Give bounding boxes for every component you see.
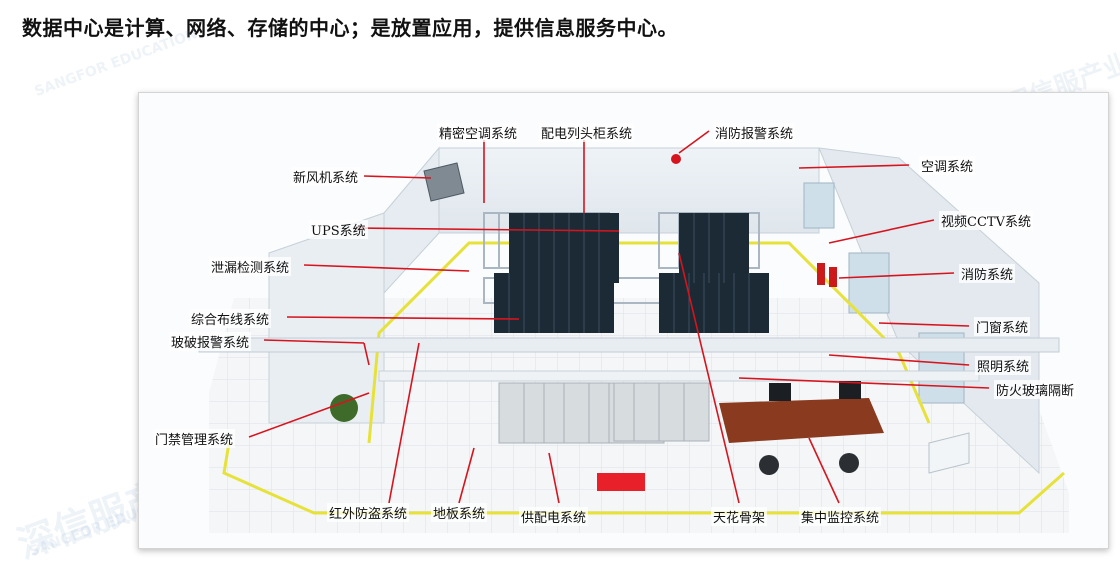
fire-alarm-device [671,154,681,164]
label-door-window: 门窗系统 [974,317,1031,336]
room-illustration [198,130,1069,533]
label-cabling: 综合布线系统 [189,309,272,328]
page-title: 数据中心是计算、网络、存储的中心；是放置应用，提供信息服务中心。 [22,16,678,40]
monitoring-desks [719,381,884,475]
fire-extinguisher [817,263,825,285]
fire-extinguisher-2 [829,267,837,287]
ceiling-beam-2 [378,370,980,382]
data-center-diagram: 精密空调系统 配电列头柜系统 消防报警系统 新风机系统 空调系统 UPS系统 视… [138,92,1109,549]
label-glass-break: 玻破报警系统 [169,332,252,351]
ceiling-beam-front [198,337,1060,353]
label-floor: 地板系统 [431,503,488,522]
rack-row-back [509,213,749,283]
label-cctv: 视频CCTV系统 [939,211,1033,230]
window-right-1 [803,182,835,229]
entrance-mat [597,473,645,491]
label-pdu-cabinet: 配电列头柜系统 [539,123,635,142]
plant [330,394,358,422]
label-access-control: 门禁管理系统 [153,429,236,448]
power-cabinets [498,382,710,444]
label-fire-fighting: 消防系统 [959,264,1016,283]
label-ups: UPS系统 [309,220,368,239]
label-fire-alarm: 消防报警系统 [713,123,796,142]
ac-unit-right [928,432,970,474]
label-infrared: 红外防盗系统 [327,503,410,522]
label-monitoring: 集中监控系统 [799,507,882,526]
fresh-air-unit [423,162,465,202]
label-leak-detect: 泄漏检测系统 [209,257,292,276]
label-precision-ac: 精密空调系统 [437,123,520,142]
label-fire-glass: 防火玻璃隔断 [994,380,1077,399]
label-fresh-air: 新风机系统 [291,167,361,186]
label-ceiling: 天花骨架 [711,507,768,526]
label-power-supply: 供配电系统 [519,507,589,526]
floor-edge-line-front [222,442,1065,515]
window-right-2 [848,252,890,314]
leader-lines [248,130,990,504]
label-lighting: 照明系统 [975,356,1032,375]
label-ac: 空调系统 [919,156,976,175]
back-wall [438,147,820,234]
